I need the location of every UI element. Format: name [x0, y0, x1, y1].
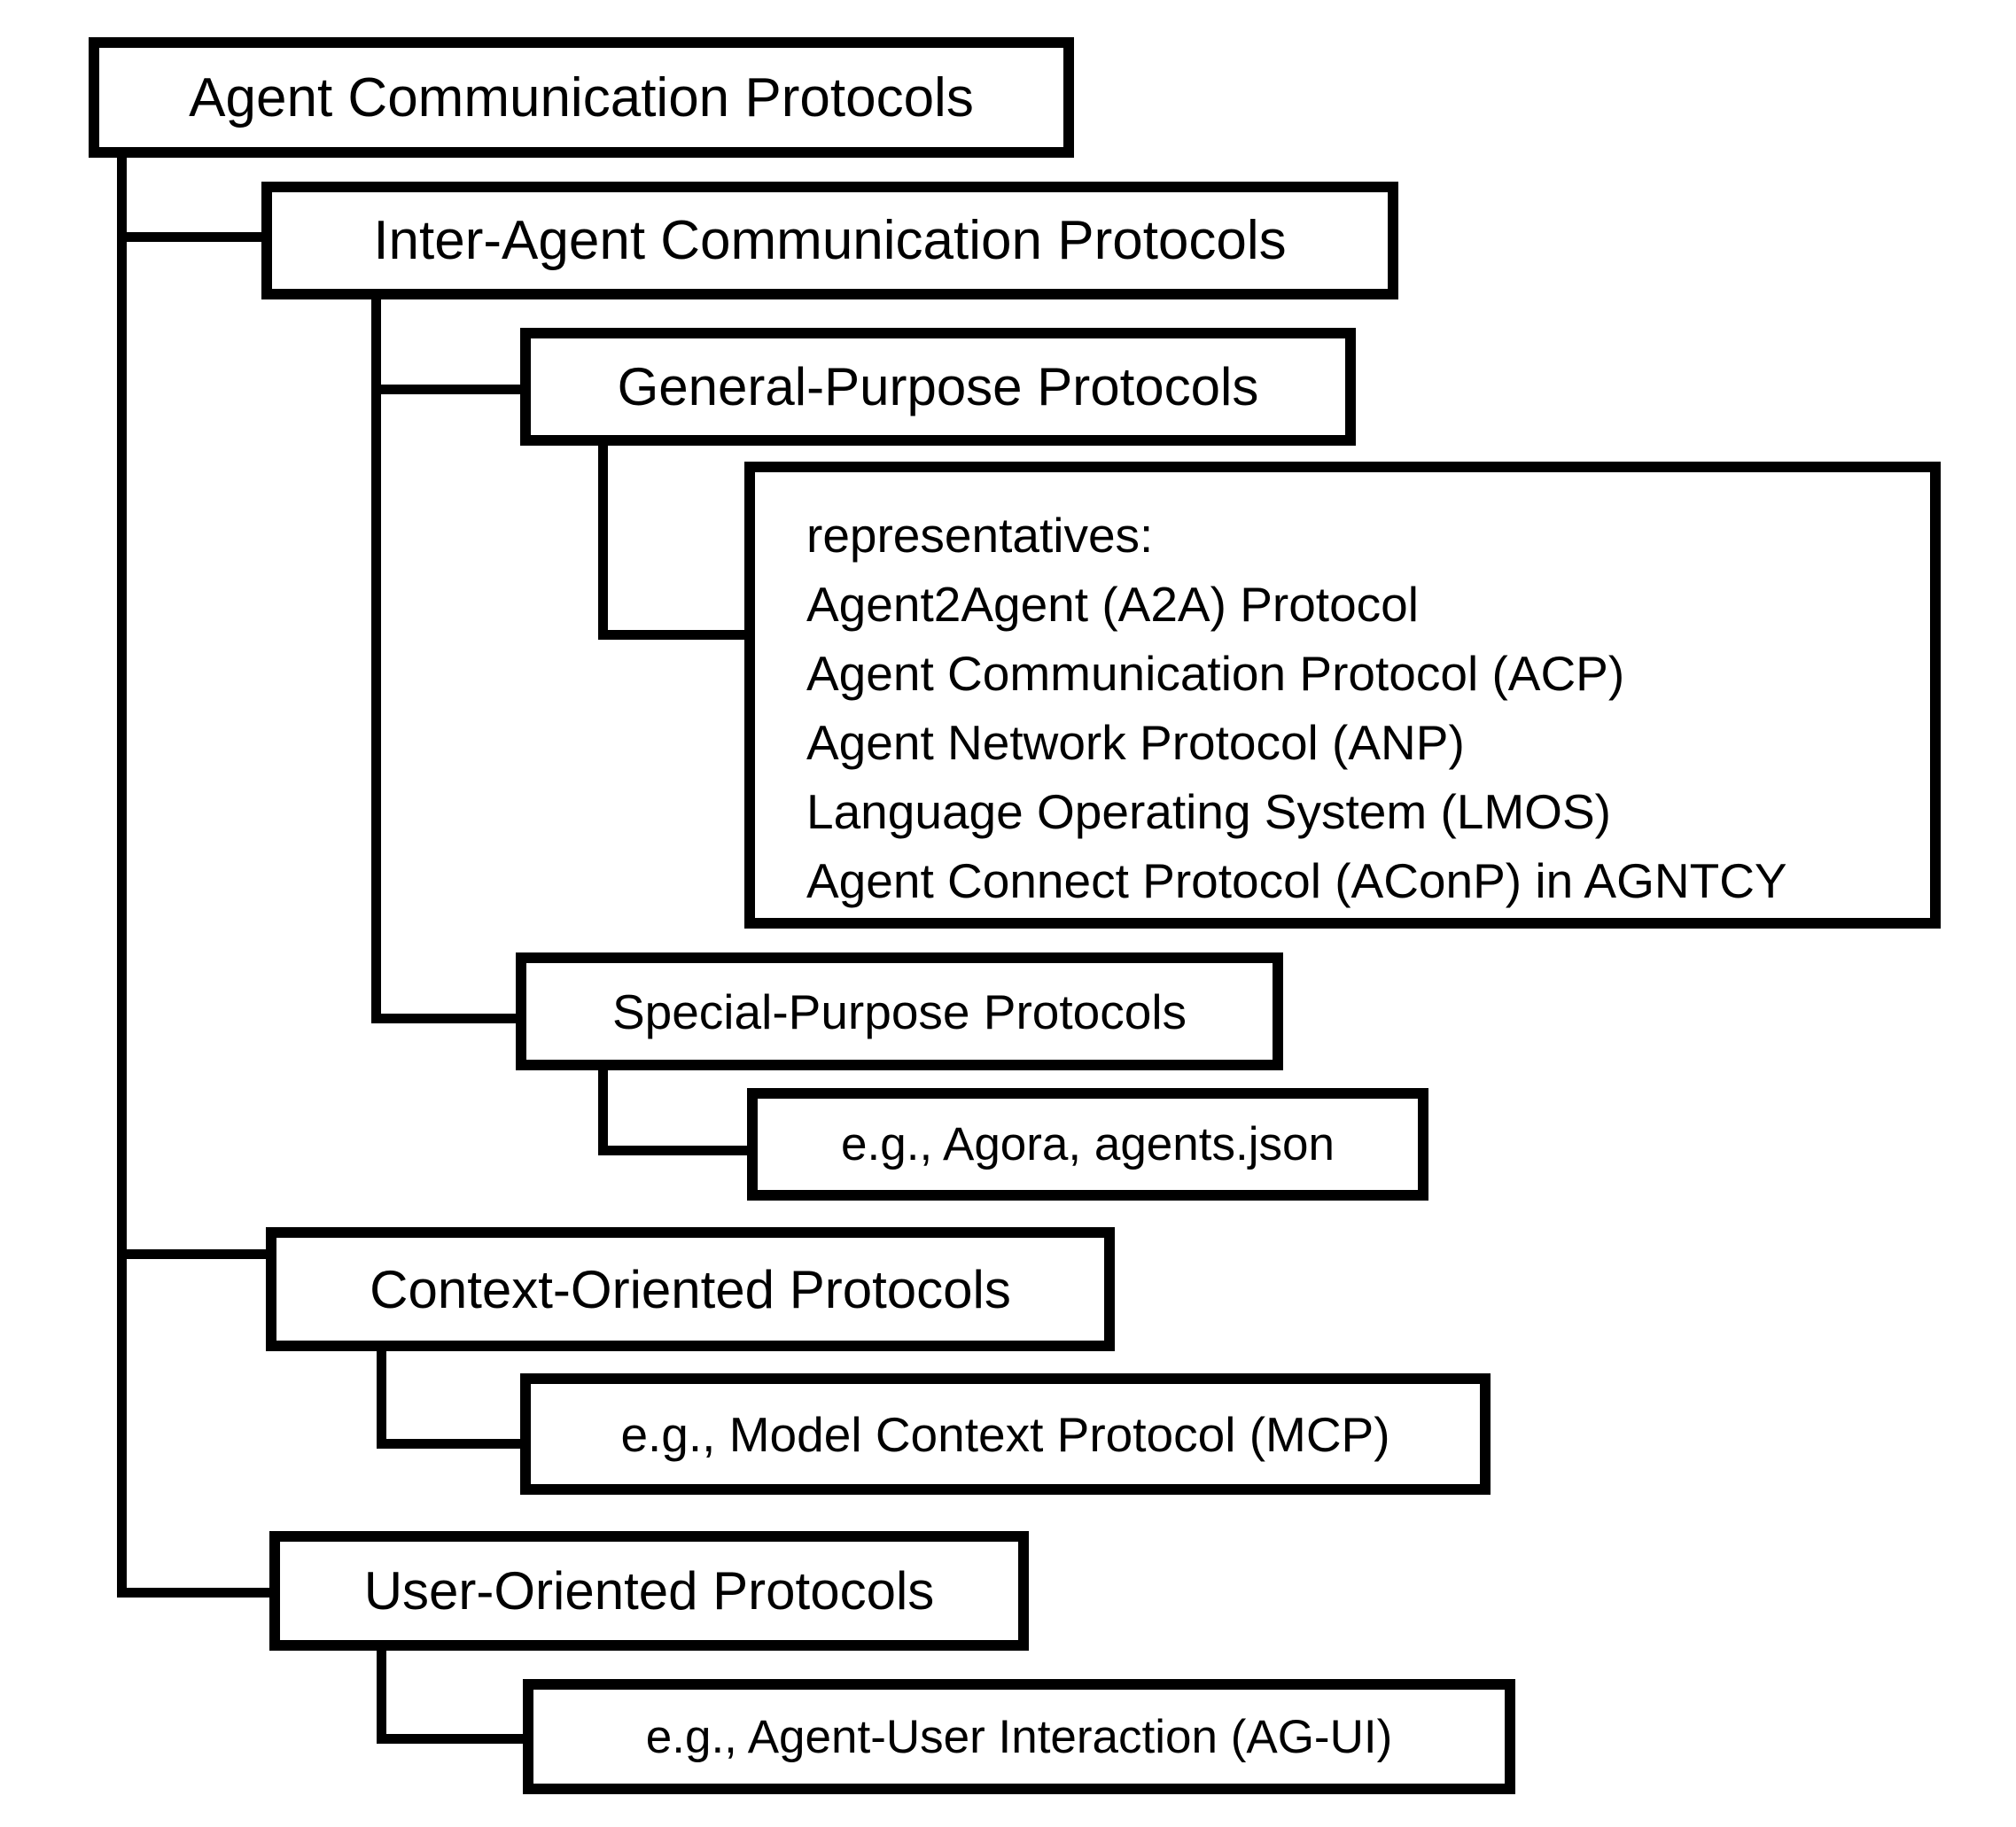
connector-user-oriented-trunk	[377, 1651, 386, 1744]
connector-special-purpose-trunk	[598, 1070, 608, 1155]
node-user-oriented-protocols: User-Oriented Protocols	[269, 1531, 1029, 1651]
representative-item: Language Operating System (LMOS)	[806, 784, 1611, 839]
node-label: General-Purpose Protocols	[617, 357, 1259, 416]
connector-branch-inter-agent	[117, 232, 261, 242]
node-label: e.g., Agent-User Interaction (AG-UI)	[645, 1710, 1393, 1763]
node-label: Special-Purpose Protocols	[611, 983, 1187, 1039]
representative-item: Agent Network Protocol (ANP)	[806, 715, 1465, 770]
connector-branch-special-purpose	[371, 1014, 516, 1023]
node-label: e.g., Model Context Protocol (MCP)	[620, 1406, 1390, 1462]
connector-branch-user-examples	[377, 1734, 523, 1744]
node-context-oriented-protocols: Context-Oriented Protocols	[266, 1227, 1115, 1351]
connector-branch-context-oriented	[117, 1249, 266, 1259]
connector-branch-representatives	[598, 630, 744, 640]
connector-inter-agent-trunk	[371, 299, 381, 1023]
node-label: Context-Oriented Protocols	[370, 1259, 1011, 1319]
representatives-heading: representatives:	[806, 508, 1154, 563]
connector-context-oriented-trunk	[377, 1351, 386, 1449]
node-general-purpose-protocols: General-Purpose Protocols	[520, 328, 1356, 446]
representative-item: Agent2Agent (A2A) Protocol	[806, 577, 1419, 632]
node-label: e.g., Agora, agents.json	[841, 1118, 1335, 1170]
node-special-purpose-examples: e.g., Agora, agents.json	[747, 1088, 1428, 1201]
connector-branch-user-oriented	[117, 1588, 269, 1598]
node-special-purpose-protocols: Special-Purpose Protocols	[516, 952, 1283, 1070]
representative-item: Agent Connect Protocol (AConP) in AGNTCY	[806, 853, 1787, 908]
node-context-oriented-examples: e.g., Model Context Protocol (MCP)	[520, 1373, 1491, 1495]
connector-general-purpose-trunk	[598, 446, 608, 640]
connector-branch-special-examples	[598, 1146, 747, 1155]
node-label: Agent Communication Protocols	[189, 66, 974, 128]
node-label: User-Oriented Protocols	[363, 1561, 935, 1621]
node-label: Inter-Agent Communication Protocols	[373, 210, 1287, 271]
node-user-oriented-examples: e.g., Agent-User Interaction (AG-UI)	[523, 1679, 1515, 1794]
connector-branch-context-examples	[377, 1439, 520, 1449]
connector-root-trunk	[117, 158, 127, 1598]
node-general-purpose-representatives: representatives: Agent2Agent (A2A) Proto…	[744, 462, 1941, 929]
node-inter-agent-communication-protocols: Inter-Agent Communication Protocols	[261, 182, 1398, 299]
node-agent-communication-protocols: Agent Communication Protocols	[89, 37, 1074, 158]
representative-item: Agent Communication Protocol (ACP)	[806, 646, 1625, 701]
connector-branch-general-purpose	[371, 385, 520, 394]
